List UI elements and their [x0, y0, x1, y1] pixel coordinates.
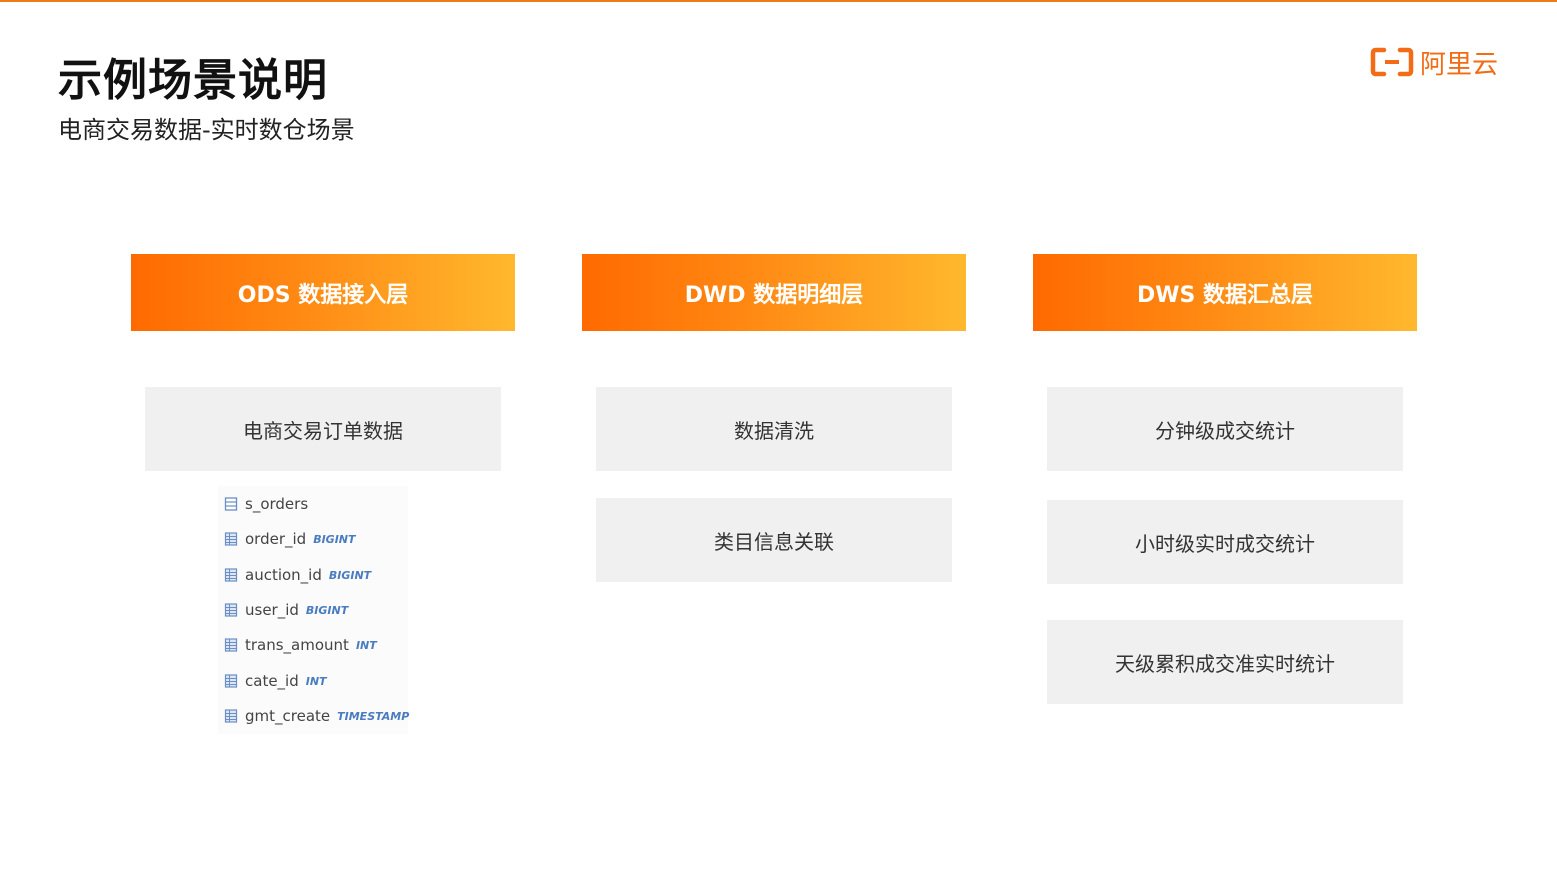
- field-icon: [224, 638, 238, 652]
- schema-field-row: cate_id INT: [224, 669, 327, 693]
- field-type: BIGINT: [328, 568, 372, 582]
- field-type: INT: [355, 638, 377, 652]
- slide-subtitle: 电商交易数据-实时数仓场景: [58, 116, 355, 144]
- dws-box-day-stats: 天级累积成交准实时统计: [1047, 620, 1403, 704]
- dwd-box-data-cleaning: 数据清洗: [596, 387, 952, 471]
- logo-text: 阿里云: [1420, 49, 1499, 80]
- field-icon: [224, 603, 238, 617]
- field-name: auction_id: [245, 566, 322, 584]
- layer-header-dws: DWS 数据汇总层: [1033, 254, 1417, 331]
- dws-box-hour-stats: 小时级实时成交统计: [1047, 500, 1403, 584]
- field-icon: [224, 568, 238, 582]
- schema-field-row: gmt_create TIMESTAMP: [224, 704, 409, 728]
- field-name: order_id: [245, 530, 307, 548]
- field-type: INT: [305, 674, 327, 688]
- field-name: gmt_create: [245, 707, 331, 725]
- top-accent-line: [0, 0, 1557, 2]
- table-icon: [224, 497, 238, 511]
- layer-header-dwd: DWD 数据明细层: [582, 254, 966, 331]
- schema-field-row: order_id BIGINT: [224, 527, 356, 551]
- schema-field-row: trans_amount INT: [224, 633, 377, 657]
- field-type: TIMESTAMP: [337, 709, 410, 723]
- aliyun-logo: 阿里云: [1370, 44, 1498, 80]
- schema-table-name: s_orders: [245, 495, 309, 513]
- schema-field-row: user_id BIGINT: [224, 598, 348, 622]
- field-icon: [224, 532, 238, 546]
- dws-box-minute-stats: 分钟级成交统计: [1047, 387, 1403, 471]
- aliyun-logo-icon: [1370, 47, 1414, 77]
- field-name: user_id: [245, 601, 299, 619]
- field-icon: [224, 674, 238, 688]
- field-icon: [224, 709, 238, 723]
- table-schema-panel: s_orders order_id BIGINT auction_id BIGI…: [218, 486, 409, 734]
- dwd-box-category-join: 类目信息关联: [596, 498, 952, 582]
- ods-box-order-data: 电商交易订单数据: [145, 387, 501, 471]
- field-type: BIGINT: [313, 532, 356, 546]
- field-name: cate_id: [245, 672, 299, 690]
- schema-field-row: auction_id BIGINT: [224, 563, 371, 587]
- layer-header-ods: ODS 数据接入层: [131, 254, 515, 331]
- slide-title: 示例场景说明: [58, 55, 328, 106]
- field-name: trans_amount: [245, 636, 349, 654]
- field-type: BIGINT: [305, 603, 349, 617]
- schema-table-row: s_orders: [224, 492, 308, 516]
